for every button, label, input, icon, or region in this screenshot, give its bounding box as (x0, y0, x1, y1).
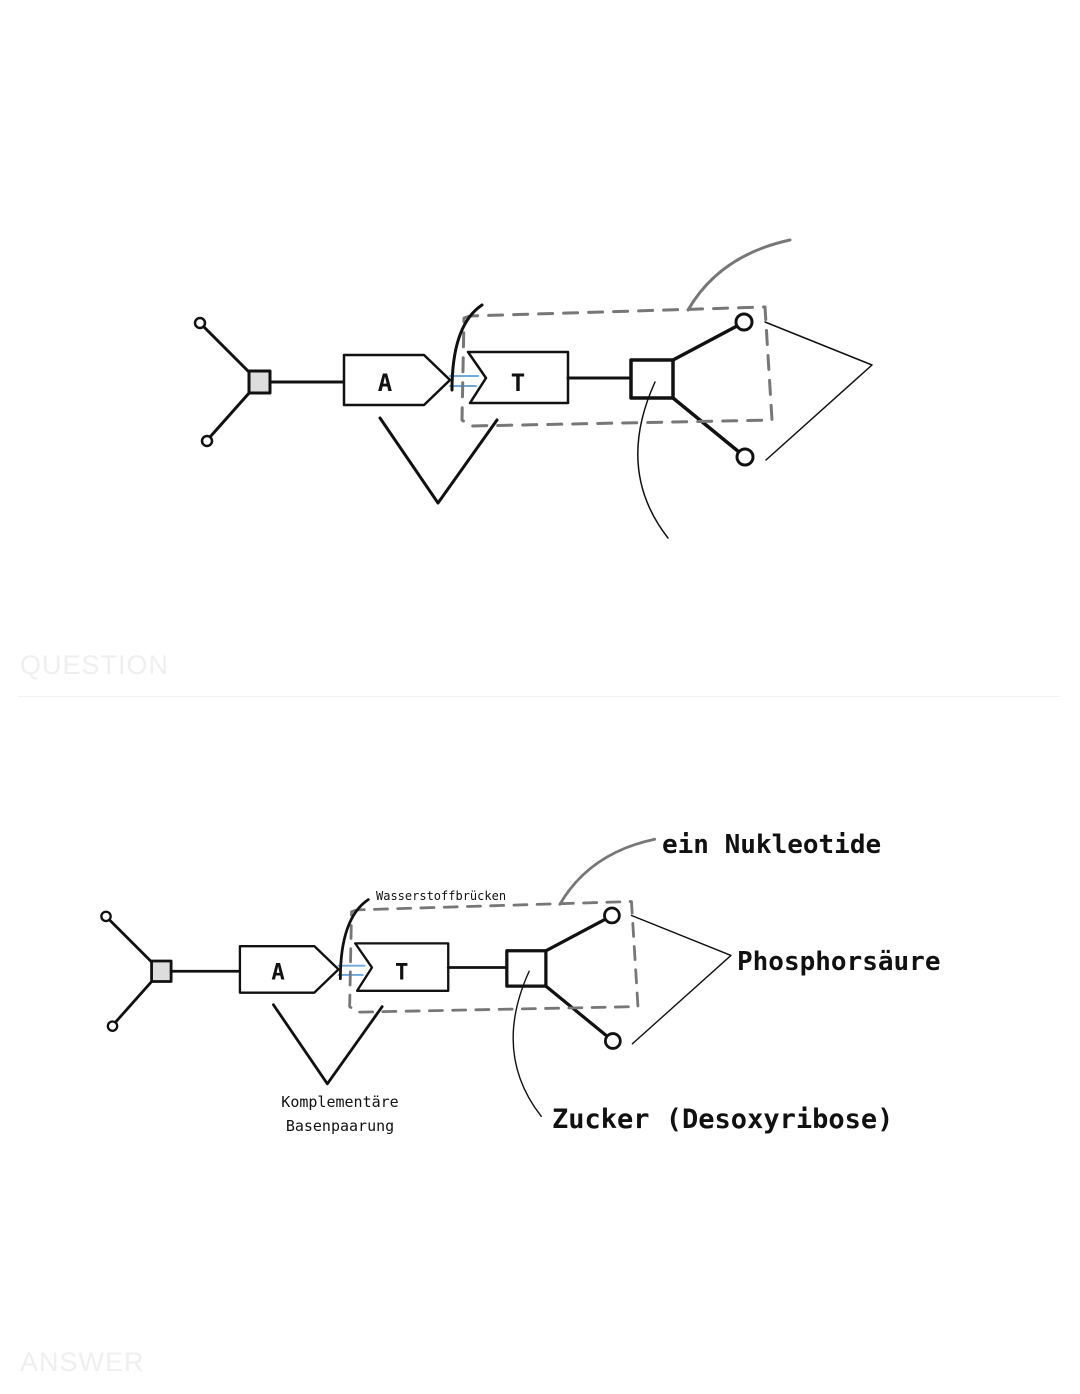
phosphate-pointer (764, 321, 873, 461)
label-pairing-line1: Komplementäre (281, 1093, 398, 1111)
base-a (342, 353, 452, 407)
base-a-label: A (378, 369, 393, 397)
left-phosphate-top (100, 910, 112, 923)
answer-nucleotide-pair-diagram: A T (100, 837, 732, 1118)
base-a-label: A (271, 960, 285, 986)
right-phosphate-bottom (735, 447, 755, 467)
right-phosphate-bond-bottom (544, 984, 609, 1038)
right-phosphate-bottom (604, 1032, 622, 1050)
base-a (238, 944, 340, 994)
label-pairing-line2: Basenpaarung (286, 1117, 394, 1135)
label-hydrogen-bonds: Wasserstoffbrücken (376, 889, 506, 903)
nucleotide-pointer (686, 238, 792, 312)
left-phosphate-bottom (200, 434, 214, 448)
question-label: QUESTION (20, 650, 170, 680)
pairing-bracket (378, 416, 499, 505)
right-phosphate-top (603, 906, 621, 925)
answer-diagram: A T (100, 837, 732, 1118)
label-nucleotide: ein Nukleotide (662, 830, 881, 860)
right-phosphate-bond-top (544, 917, 608, 953)
base-t (354, 942, 450, 992)
left-phosphate-top (193, 316, 207, 330)
pairing-bracket (272, 1003, 384, 1086)
base-t-label: T (395, 960, 408, 986)
base-t (466, 350, 570, 405)
right-phosphate-bond-top (671, 324, 739, 362)
nucleotide-pointer (558, 837, 657, 906)
base-t-label: T (511, 369, 525, 397)
sugar-pointer (637, 381, 669, 539)
answer-label: ANSWER (20, 1347, 145, 1377)
right-sugar (629, 358, 675, 400)
label-sugar: Zucker (Desoxyribose) (552, 1104, 893, 1135)
left-phosphate-bond-top (108, 918, 154, 965)
right-phosphate-bond-bottom (671, 396, 741, 454)
right-sugar (505, 949, 548, 988)
divider (18, 696, 1060, 697)
label-phosphate: Phosphorsäure (737, 947, 941, 977)
right-phosphate-top (734, 312, 754, 332)
left-phosphate-bond-bottom (113, 979, 154, 1024)
nucleotide-pair-diagram: A T (193, 238, 873, 539)
hbond-pointer (450, 303, 484, 392)
left-phosphate-bond-bottom (208, 390, 252, 439)
sugar-pointer (512, 970, 542, 1118)
left-phosphate-bottom (106, 1020, 119, 1032)
left-sugar (247, 369, 272, 395)
hbond-pointer (338, 898, 370, 981)
left-sugar (150, 959, 173, 983)
left-phosphate-bond-top (202, 325, 252, 375)
phosphate-pointer (630, 914, 732, 1045)
